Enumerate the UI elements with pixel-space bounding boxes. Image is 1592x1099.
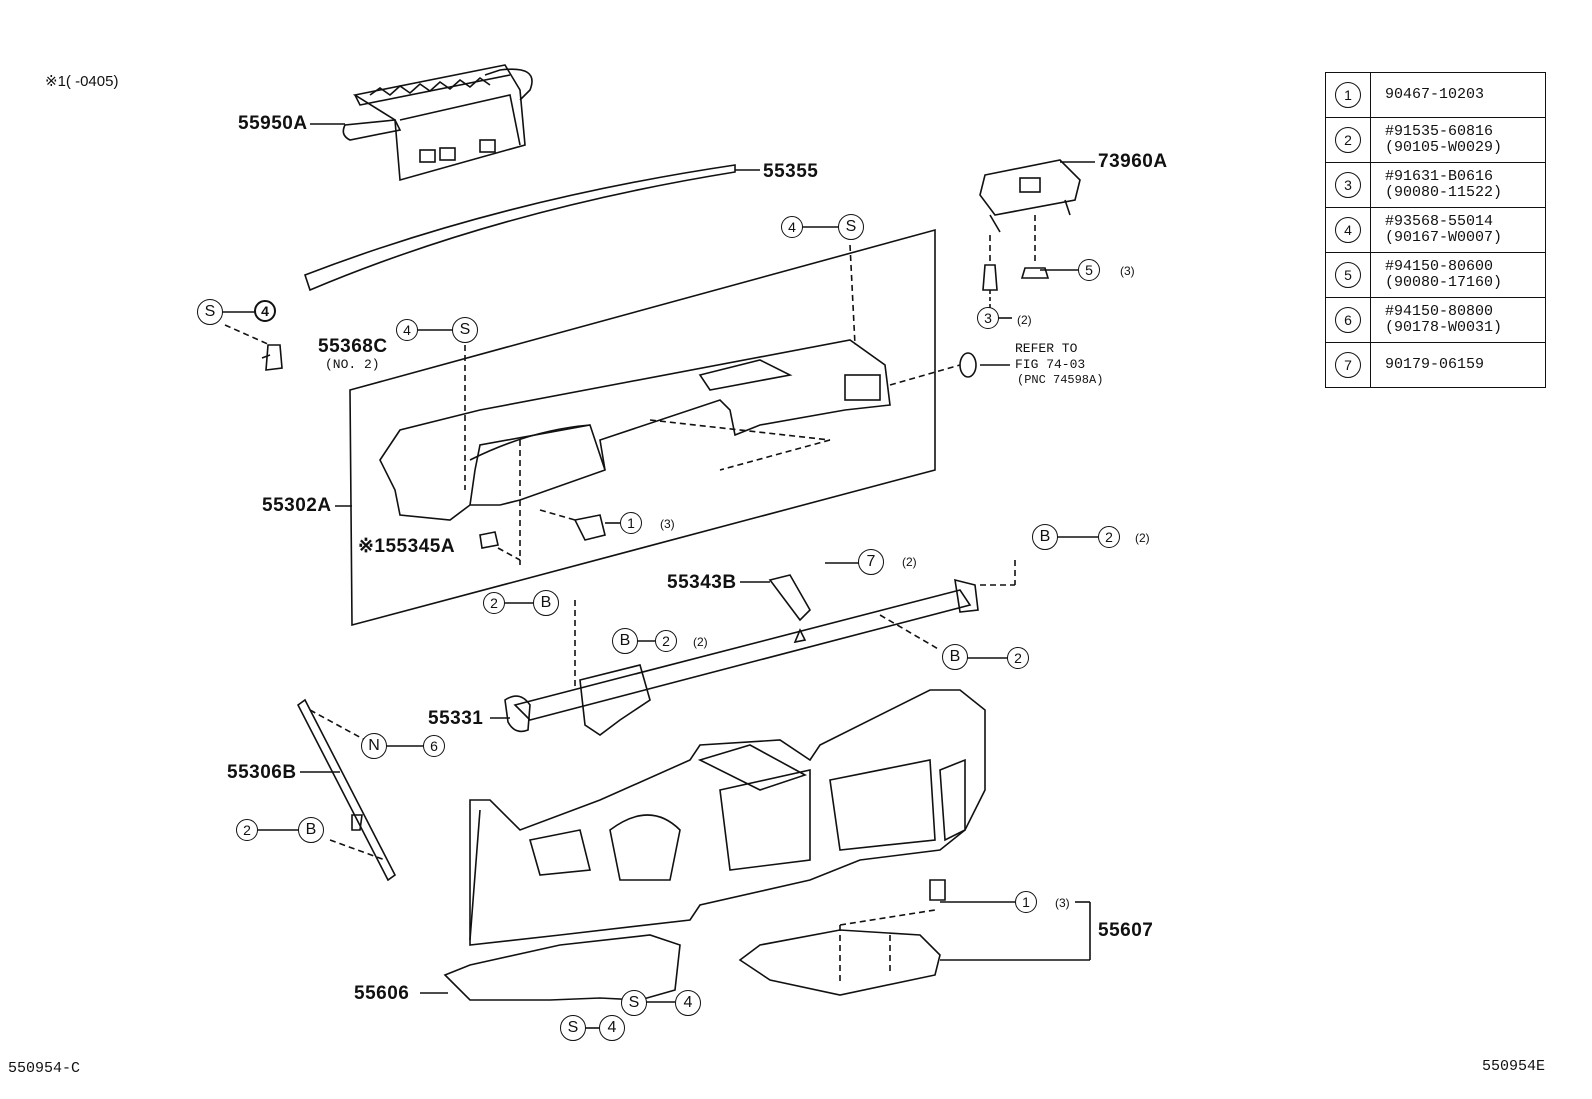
table-row-index: 6	[1335, 307, 1361, 333]
table-part-number: 90179-06159	[1385, 356, 1485, 373]
part-label-55302A[interactable]: 55302A	[262, 495, 332, 516]
panel-outline-box	[349, 228, 936, 627]
marker-s: S	[197, 299, 223, 325]
part-label-55606[interactable]: 55606	[354, 983, 410, 1004]
table-row[interactable]: 5 #94150-80600(90080-17160)	[1325, 252, 1546, 298]
table-part-number-alt: (90167-W0007)	[1385, 229, 1503, 246]
bracket-55368C-drawing	[261, 344, 283, 371]
brace-55306B-drawing	[296, 698, 397, 882]
table-part-number-alt: (90080-17160)	[1385, 274, 1503, 291]
marker-b: B	[1032, 524, 1058, 550]
refer-line-1: REFER TO	[1015, 341, 1078, 356]
part-label-55607[interactable]: 55607	[1098, 920, 1154, 941]
qty-7: (2)	[902, 555, 917, 569]
marker-s: S	[560, 1015, 586, 1041]
marker-4: 4	[675, 990, 701, 1016]
part-label-55368C[interactable]: 55368C	[318, 336, 388, 357]
marker-2: 2	[1098, 526, 1120, 548]
table-row[interactable]: 6 #94150-80800(90178-W0031)	[1325, 297, 1546, 343]
marker-4: 4	[781, 216, 803, 238]
tray-55607-drawing	[738, 879, 946, 996]
table-row-index: 5	[1335, 262, 1361, 288]
marker-4: 4	[599, 1015, 625, 1041]
marker-5: 5	[1078, 259, 1100, 281]
table-row-index: 2	[1335, 127, 1361, 153]
qty-1: (3)	[1055, 896, 1070, 910]
reinforcement-55331-drawing	[504, 560, 1016, 736]
part-label-55331[interactable]: 55331	[428, 708, 484, 729]
table-part-number: #94150-80800	[1385, 303, 1494, 320]
table-part-number: #94150-80600	[1385, 258, 1494, 275]
marker-6: 6	[423, 735, 445, 757]
table-row-index: 1	[1335, 82, 1361, 108]
table-part-number: #91631-B0616	[1385, 168, 1494, 185]
part-label-55345A[interactable]: ※155345A	[358, 536, 456, 557]
marker-1: 1	[1015, 891, 1037, 913]
part-label-55343B[interactable]: 55343B	[667, 572, 737, 593]
lower-panel-drawing	[469, 689, 986, 946]
part-sublabel-55368C: (NO. 2)	[325, 357, 380, 372]
marker-s: S	[838, 214, 864, 240]
marker-s: S	[621, 990, 647, 1016]
marker-2: 2	[483, 592, 505, 614]
marker-2: 2	[236, 819, 258, 841]
table-row-index: 3	[1335, 172, 1361, 198]
refer-ellipse	[959, 352, 977, 378]
marker-n: N	[361, 733, 387, 759]
qty-2: (2)	[1135, 531, 1150, 545]
marker-1: 1	[620, 512, 642, 534]
footer-right-code: 550954E	[1482, 1058, 1546, 1075]
qty-3: (2)	[1017, 313, 1032, 327]
refer-line-3: (PNC 74598A)	[1017, 373, 1104, 387]
vent-55950A-drawing	[342, 64, 533, 182]
table-part-number: #91535-60816	[1385, 123, 1494, 140]
marker-3: 3	[977, 307, 999, 329]
footer-left-code: 550954-C	[8, 1060, 81, 1077]
marker-4: 4	[396, 319, 418, 341]
marker-b: B	[533, 590, 559, 616]
marker-7: 7	[858, 549, 884, 575]
marker-s: S	[452, 317, 478, 343]
marker-b: B	[942, 644, 968, 670]
table-row[interactable]: 4 #93568-55014(90167-W0007)	[1325, 207, 1546, 253]
marker-2: 2	[655, 630, 677, 652]
table-row-index: 4	[1335, 217, 1361, 243]
part-label-55306B[interactable]: 55306B	[227, 762, 297, 783]
header-note: ※1( -0405)	[45, 73, 119, 90]
tray-55606-drawing	[443, 934, 681, 1001]
part-label-55355[interactable]: 55355	[763, 161, 819, 182]
refer-line-2: FIG 74-03	[1015, 357, 1086, 372]
table-part-number: 90467-10203	[1385, 86, 1485, 103]
table-part-number-alt: (90105-W0029)	[1385, 139, 1503, 156]
marker-b: B	[298, 817, 324, 843]
table-row[interactable]: 7 90179-06159	[1325, 342, 1546, 388]
qty-2: (2)	[693, 635, 708, 649]
strip-55355-drawing	[303, 164, 736, 292]
marker-2: 2	[1007, 647, 1029, 669]
marker-b: B	[612, 628, 638, 654]
part-number-table: 1 90467-10203 2 #91535-60816(90105-W0029…	[1325, 72, 1546, 388]
table-row[interactable]: 1 90467-10203	[1325, 72, 1546, 118]
part-label-55950A[interactable]: 55950A	[238, 113, 308, 134]
dash-panel-55302A-drawing	[379, 244, 891, 565]
table-part-number-alt: (90080-11522)	[1385, 184, 1503, 201]
table-part-number: #93568-55014	[1385, 213, 1494, 230]
module-73960A-drawing	[979, 159, 1081, 310]
qty-5: (3)	[1120, 264, 1135, 278]
table-row[interactable]: 3 #91631-B0616(90080-11522)	[1325, 162, 1546, 208]
marker-4: 4	[254, 300, 276, 322]
table-part-number-alt: (90178-W0031)	[1385, 319, 1503, 336]
table-row[interactable]: 2 #91535-60816(90105-W0029)	[1325, 117, 1546, 163]
qty-1: (3)	[660, 517, 675, 531]
part-label-73960A[interactable]: 73960A	[1098, 151, 1168, 172]
table-row-index: 7	[1335, 352, 1361, 378]
